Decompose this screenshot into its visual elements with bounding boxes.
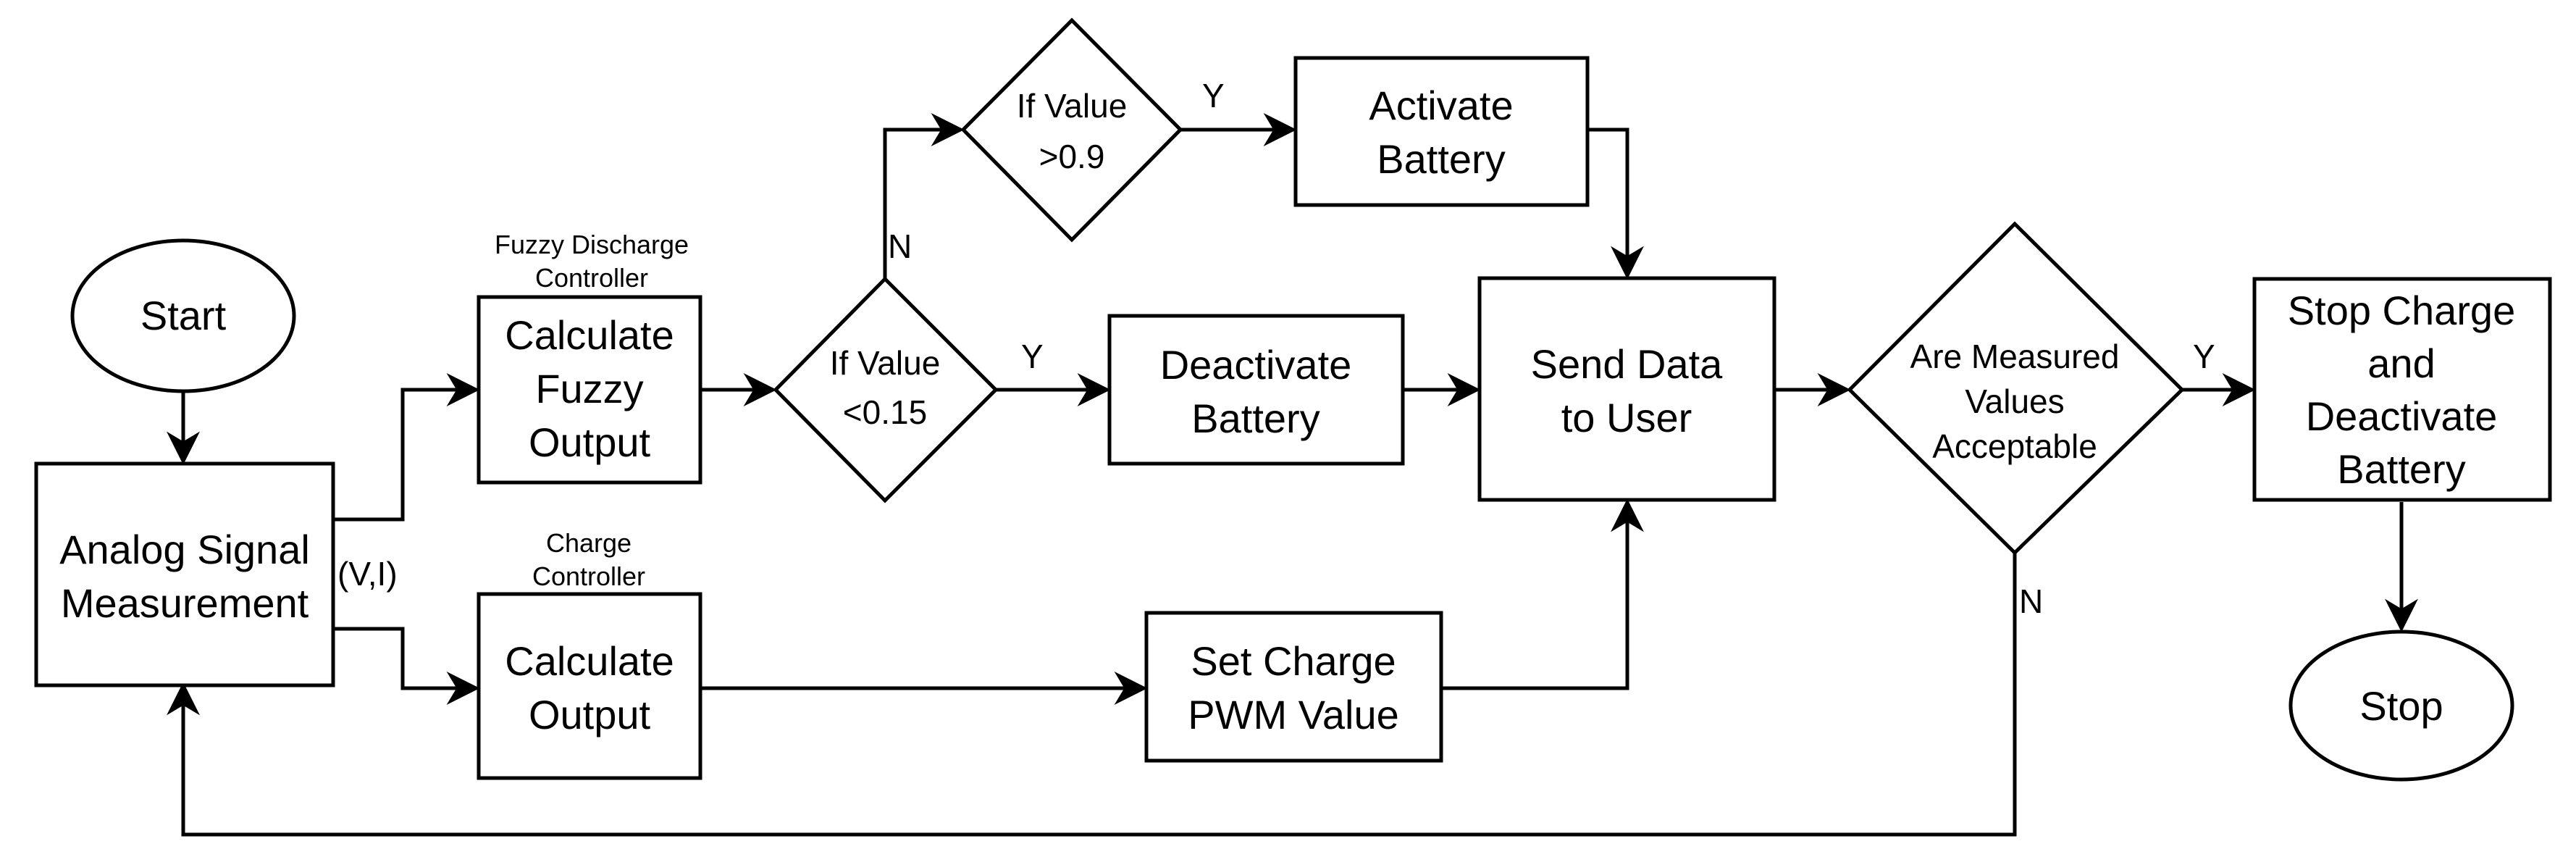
charge-calc-label-line1: Calculate: [505, 638, 674, 684]
start-label: Start: [140, 293, 227, 338]
analog-measurement-node: Analog Signal Measurement: [34, 461, 335, 687]
send-label-line1: Send Data: [1531, 341, 1723, 387]
send-label-line2: to User: [1561, 395, 1692, 440]
charge-calc-label-line2: Output: [529, 692, 651, 737]
cond-low-label-line1: If Value: [830, 344, 941, 382]
edge-acceptable-to-analog-loop: [167, 553, 2017, 837]
edge-analog-to-fuzzy: [333, 373, 480, 522]
charge-controller-caption-line2: Controller: [532, 561, 645, 591]
condition-low-node: If Value <0.15: [773, 276, 999, 503]
send-data-node: Send Data to User: [1477, 276, 1776, 502]
stop-label: Stop: [2359, 683, 2443, 729]
calculate-output-node: Calculate Output: [477, 592, 702, 780]
edge-cond-low-to-cond-high: [883, 113, 965, 279]
edge-analog-to-charge-calc: [333, 627, 480, 705]
stop-charge-label-line3: Deactivate: [2306, 393, 2498, 439]
start-node: Start: [70, 238, 296, 393]
edge-labels: (V,I) Y N Y Y N: [337, 77, 2215, 620]
acceptable-label-line3: Acceptable: [1932, 427, 2097, 465]
cond-low-label-line2: <0.15: [843, 393, 927, 431]
stop-charge-label-line1: Stop Charge: [2288, 288, 2515, 333]
deactivate-battery-node: Deactivate Battery: [1107, 314, 1405, 466]
cond-high-label-line1: If Value: [1017, 87, 1128, 125]
pwm-label-line2: PWM Value: [1188, 692, 1398, 737]
fuzzy-label-line1: Calculate: [505, 312, 674, 358]
acceptable-label-line1: Are Measured: [1910, 338, 2120, 375]
fuzzy-controller-caption-line1: Fuzzy Discharge: [495, 230, 689, 259]
fuzzy-label-line3: Output: [529, 419, 651, 465]
edge-label-acceptable-no: N: [2019, 582, 2043, 620]
fuzzy-controller-caption-line2: Controller: [535, 263, 648, 293]
deactivate-label-line2: Battery: [1191, 396, 1320, 441]
edge-label-low-no: N: [888, 227, 912, 265]
activate-label-line2: Battery: [1377, 136, 1505, 182]
acceptable-decision-node: Are Measured Values Acceptable: [1847, 221, 2185, 556]
edge-label-acceptable-yes: Y: [2193, 338, 2215, 375]
charge-controller-caption-line1: Charge: [546, 528, 632, 558]
edge-pwm-to-send: [1441, 498, 1644, 690]
stop-node: Stop: [2288, 630, 2514, 782]
stop-charge-node: Stop Charge and Deactivate Battery: [2252, 277, 2552, 502]
activate-label-line1: Activate: [1369, 83, 1513, 128]
edge-label-vi: (V,I): [337, 555, 398, 593]
acceptable-label-line2: Values: [1965, 382, 2064, 420]
stop-charge-label-line2: and: [2367, 340, 2435, 386]
nodes: Start Analog Signal Measurement Fuzzy Di…: [34, 17, 2552, 782]
stop-charge-label-line4: Battery: [2337, 446, 2465, 492]
edge-activate-to-send: [1587, 127, 1644, 280]
condition-high-node: If Value >0.9: [960, 17, 1183, 243]
edges: [167, 113, 2418, 837]
fuzzy-label-line2: Fuzzy: [535, 366, 643, 411]
analog-label-line1: Analog Signal: [59, 527, 310, 572]
cond-high-label-line2: >0.9: [1039, 138, 1105, 175]
calculate-fuzzy-output-node: Calculate Fuzzy Output: [477, 295, 702, 485]
deactivate-label-line1: Deactivate: [1160, 342, 1352, 388]
set-charge-pwm-node: Set Charge PWM Value: [1144, 611, 1443, 763]
analog-label-line2: Measurement: [61, 580, 309, 626]
pwm-label-line1: Set Charge: [1191, 638, 1396, 684]
edge-label-low-yes: Y: [1021, 338, 1044, 375]
activate-battery-node: Activate Battery: [1293, 56, 1590, 207]
edge-label-high-yes: Y: [1202, 77, 1225, 114]
